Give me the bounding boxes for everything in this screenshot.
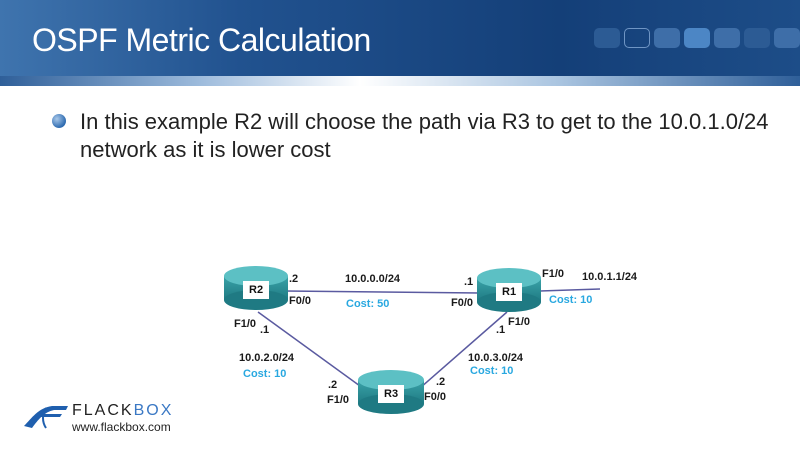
- logo-name-b: BOX: [133, 402, 174, 419]
- cost-r1-lan: Cost: 10: [549, 294, 593, 306]
- link-r3-r1: [419, 311, 508, 389]
- r3-f10-ip: .2: [328, 379, 338, 391]
- logo-name: FLACKBOX: [72, 402, 173, 420]
- slide-title: OSPF Metric Calculation: [32, 22, 371, 58]
- router-r3-icon: [358, 370, 424, 414]
- r1-f10-if: F1/0: [508, 316, 531, 328]
- network-r2-r1: 10.0.0.0/24: [345, 273, 401, 285]
- router-r1-icon: [477, 268, 541, 312]
- r1-f10-lan-if: F1/0: [542, 268, 565, 280]
- link-r1-lan: [539, 288, 601, 292]
- flackbox-logo-icon: [24, 406, 68, 429]
- r2-f00-if: F0/0: [289, 295, 312, 307]
- header-decoration: [594, 28, 800, 48]
- network-r3-r1: 10.0.3.0/24: [468, 352, 524, 364]
- cost-r2-r1: Cost: 50: [346, 298, 390, 310]
- cost-r3-r1: Cost: 10: [470, 365, 514, 377]
- router-r2-icon: [224, 266, 288, 310]
- r2-f10-ip: .1: [260, 324, 270, 336]
- network-r2-r3: 10.0.2.0/24: [239, 352, 295, 364]
- router-r1-label: R1: [502, 286, 517, 298]
- logo-name-a: FLACK: [72, 402, 134, 419]
- bullet-text: In this example R2 will choose the path …: [80, 109, 769, 162]
- link-r2-r1: [284, 290, 481, 294]
- r1-f00-ip: .1: [464, 276, 474, 288]
- link-r2-r3: [257, 311, 361, 387]
- router-r2-label: R2: [249, 284, 264, 296]
- r3-f00-ip: .2: [436, 376, 446, 388]
- network-r1-lan: 10.0.1.1/24: [582, 271, 638, 283]
- header-strip: [0, 76, 800, 86]
- r2-f10-if: F1/0: [234, 318, 257, 330]
- logo-url: www.flackbox.com: [72, 420, 171, 434]
- router-r3-label: R3: [384, 388, 399, 400]
- bullet-icon: [52, 114, 66, 128]
- r1-f10-ip: .1: [496, 324, 506, 336]
- r2-f00-ip: .2: [289, 273, 299, 285]
- r1-f00-if: F0/0: [451, 297, 474, 309]
- slide-header: OSPF Metric Calculation: [0, 0, 800, 80]
- cost-r2-r3: Cost: 10: [243, 368, 287, 380]
- r3-f00-if: F0/0: [424, 391, 447, 403]
- r3-f10-if: F1/0: [327, 394, 350, 406]
- bullet-item: In this example R2 will choose the path …: [52, 108, 772, 164]
